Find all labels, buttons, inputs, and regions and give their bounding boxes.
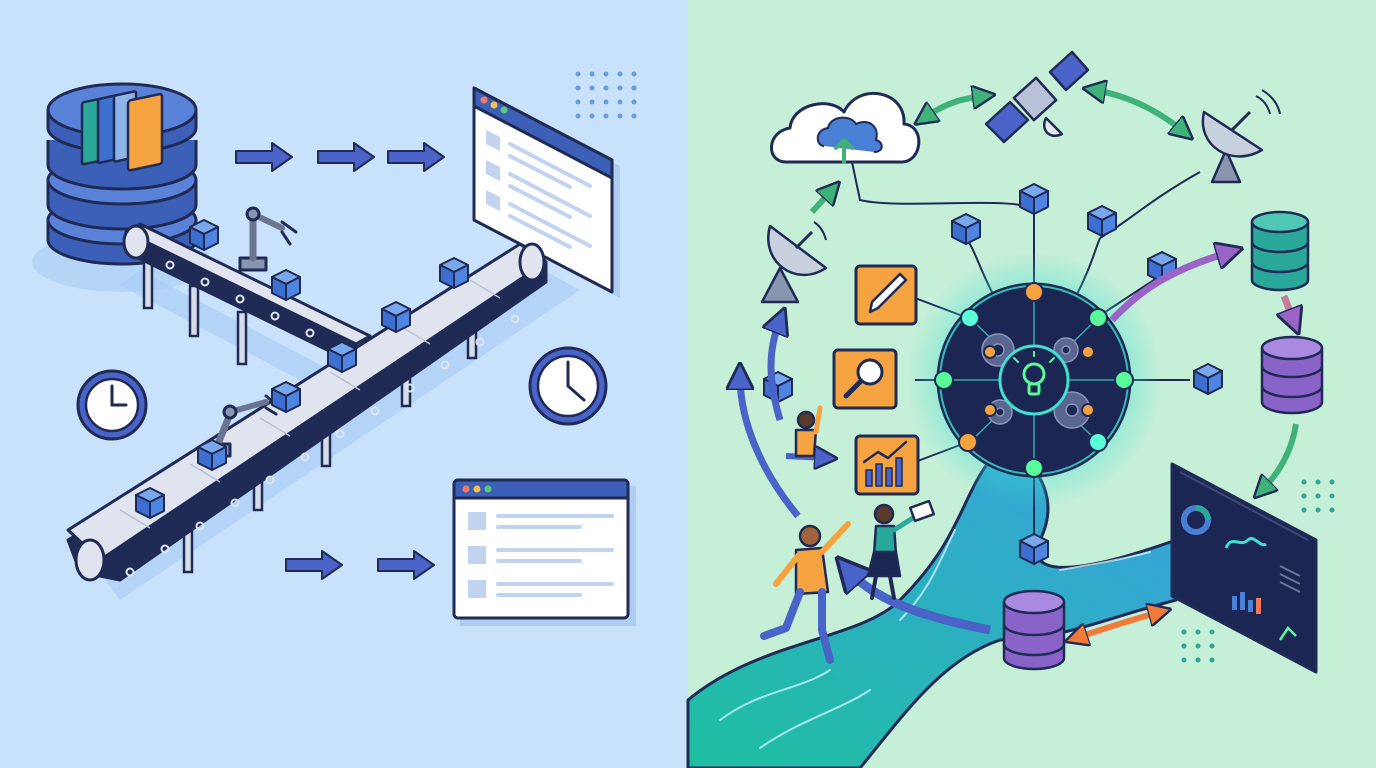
database-icon [1002, 589, 1066, 671]
dot-grid-decoration [1301, 479, 1335, 513]
flow-arrow-icon [740, 376, 801, 519]
package-icon [1019, 183, 1049, 215]
package-icon [271, 381, 301, 413]
robot-arm-icon [238, 206, 298, 272]
satellite-dish-icon [1201, 89, 1281, 184]
flow-arrow-icon [848, 570, 991, 635]
bidirectional-arrow-icon [924, 96, 984, 118]
dot-grid-decoration [1181, 629, 1215, 663]
clock-icon [528, 346, 608, 426]
flow-arrow-icon [771, 320, 780, 422]
person-icon [760, 521, 851, 664]
bar-chart-icon [854, 434, 920, 496]
dot-grid-decoration [575, 71, 637, 119]
package-icon [1193, 363, 1223, 395]
magnifier-icon [832, 348, 898, 410]
flow-arrow-icon [1262, 423, 1299, 490]
clock-icon [76, 369, 148, 441]
hub-nodes [934, 282, 1134, 478]
database-icon [1260, 335, 1324, 415]
satellite-dish-icon [760, 221, 828, 304]
flow-arrow-icon [809, 190, 832, 215]
package-icon [135, 487, 165, 519]
flow-arrow-icon [1109, 252, 1230, 323]
package-icon [197, 439, 227, 471]
bidirectional-arrow-icon [1094, 90, 1184, 132]
package-icon [951, 213, 981, 245]
cloud-upload-icon [770, 92, 921, 164]
lightbulb-icon [998, 344, 1070, 416]
package-icon [439, 257, 469, 289]
package-icon [381, 301, 411, 333]
person-icon [794, 405, 823, 458]
package-icon [271, 269, 301, 301]
browser-window-icon [472, 86, 620, 298]
pen-icon [854, 264, 918, 326]
bidirectional-arrow-icon [1076, 612, 1160, 638]
database-icon [1250, 210, 1310, 292]
conveyor-belt-icon [66, 242, 548, 582]
package-icon [189, 219, 219, 251]
browser-window-icon [452, 478, 636, 626]
satellite-icon [984, 50, 1090, 144]
conveyor-shadow [120, 270, 330, 380]
folder-icon [80, 90, 164, 172]
package-icon [1087, 205, 1117, 237]
flow-arrow-icon [1284, 294, 1294, 322]
conveyor-belt-icon [122, 222, 372, 366]
dashboard-icon [1170, 462, 1318, 674]
package-icon [1019, 533, 1049, 565]
person-icon [866, 499, 936, 600]
package-icon [327, 341, 357, 373]
